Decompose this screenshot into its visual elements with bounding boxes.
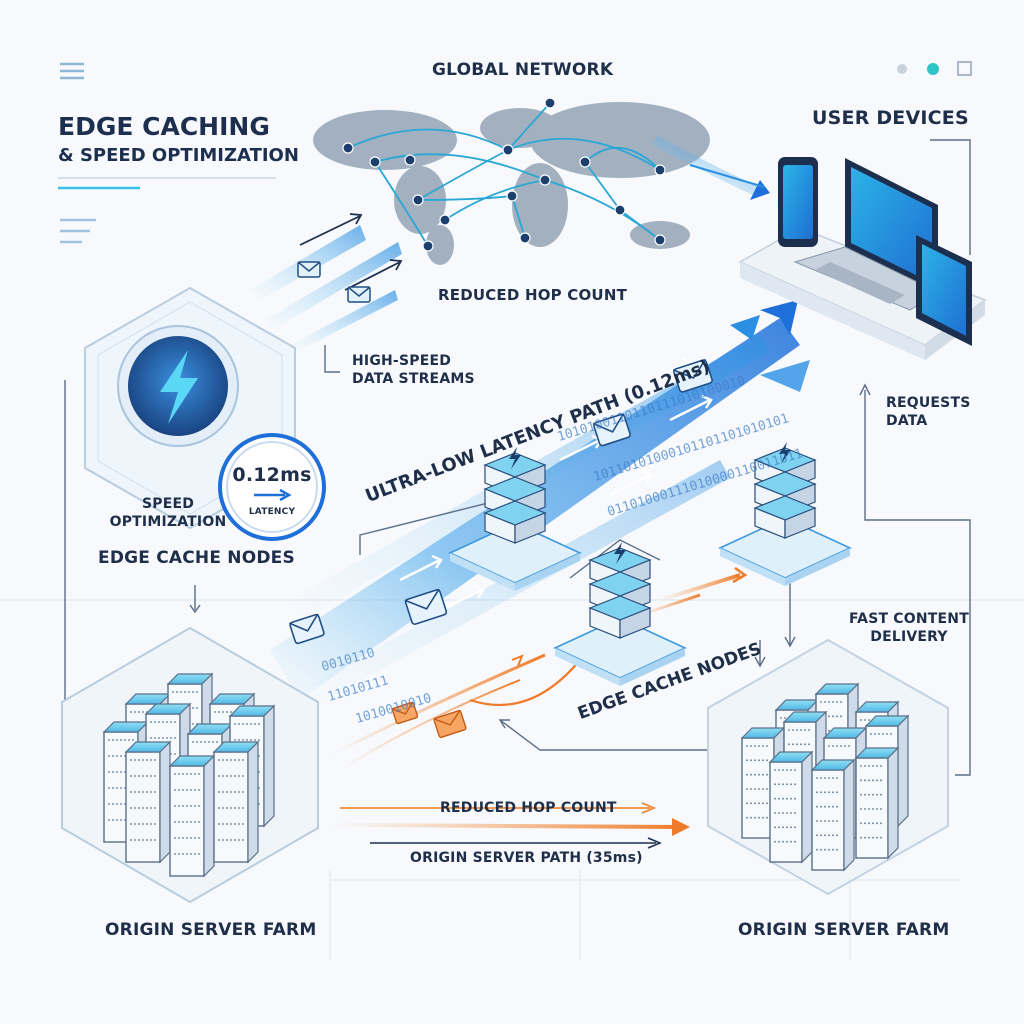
page-title: EDGE CACHING xyxy=(58,112,270,141)
upper-data-streams xyxy=(250,135,770,352)
network-nodes xyxy=(342,97,666,252)
envelope-icon xyxy=(347,286,371,303)
edge-cache-node xyxy=(553,542,687,686)
server-rack xyxy=(810,758,856,872)
edge-cache-nodes xyxy=(448,442,852,686)
dot-gray-icon[interactable] xyxy=(897,64,907,74)
server-rack xyxy=(768,750,814,864)
dot-teal-icon[interactable] xyxy=(927,63,939,75)
speed-optimization-label: SPEED OPTIMIZATION xyxy=(109,496,227,530)
requests-data-label: REQUESTS DATA xyxy=(886,395,971,429)
square-icon[interactable] xyxy=(957,61,972,76)
background-grid xyxy=(0,599,1024,960)
origin-path-label: ORIGIN SERVER PATH (35ms) xyxy=(410,850,643,866)
global-network-label: GLOBAL NETWORK xyxy=(432,60,614,80)
edge-cache-left-label: EDGE CACHE NODES xyxy=(98,548,295,568)
envelope-orange-icon xyxy=(391,701,419,725)
menu-icon[interactable] xyxy=(60,62,84,80)
envelope-orange-icon xyxy=(433,709,467,739)
user-devices xyxy=(738,157,987,360)
text-lines-icon xyxy=(60,218,96,244)
server-rack-cluster xyxy=(740,682,910,872)
edge-cache-node xyxy=(448,447,582,591)
stream-arrows-top xyxy=(299,213,403,291)
envelope-icon xyxy=(297,261,321,278)
lightning-icon xyxy=(779,442,791,464)
server-rack xyxy=(212,740,260,864)
latency-badge xyxy=(218,433,326,541)
envelope-icon xyxy=(672,358,713,393)
orange-main-arrow xyxy=(329,818,690,836)
origin-right-label: ORIGIN SERVER FARM xyxy=(738,920,950,940)
reduced-hop-arrow xyxy=(340,802,657,814)
latency-value: 0.12ms xyxy=(232,464,312,486)
latency-caption: LATENCY xyxy=(248,507,296,517)
envelope-icon xyxy=(289,613,325,645)
lightning-icon xyxy=(117,325,239,447)
server-rack xyxy=(854,746,900,860)
envelope-icon xyxy=(404,588,448,625)
reduced-hop-bottom-label: REDUCED HOP COUNT xyxy=(440,800,617,816)
origin-left-label: ORIGIN SERVER FARM xyxy=(105,920,317,940)
user-devices-label: USER DEVICES xyxy=(812,107,969,129)
server-rack-cluster xyxy=(102,672,276,878)
edge-cache-node xyxy=(718,442,852,586)
page-subtitle: & SPEED OPTIMIZATION xyxy=(58,145,299,166)
high-speed-label: HIGH-SPEED DATA STREAMS xyxy=(352,353,475,387)
lightning-icon xyxy=(509,447,521,469)
server-rack xyxy=(124,740,172,864)
server-rack xyxy=(168,754,216,878)
world-map xyxy=(313,102,710,265)
origin-path-arrow xyxy=(370,837,662,849)
beam-arrows xyxy=(399,356,713,612)
lightning-icon xyxy=(614,542,626,564)
fast-content-label: FAST CONTENT DELIVERY xyxy=(849,611,969,645)
envelope-icon xyxy=(592,413,631,447)
reduced-hop-top-label: REDUCED HOP COUNT xyxy=(438,286,628,304)
